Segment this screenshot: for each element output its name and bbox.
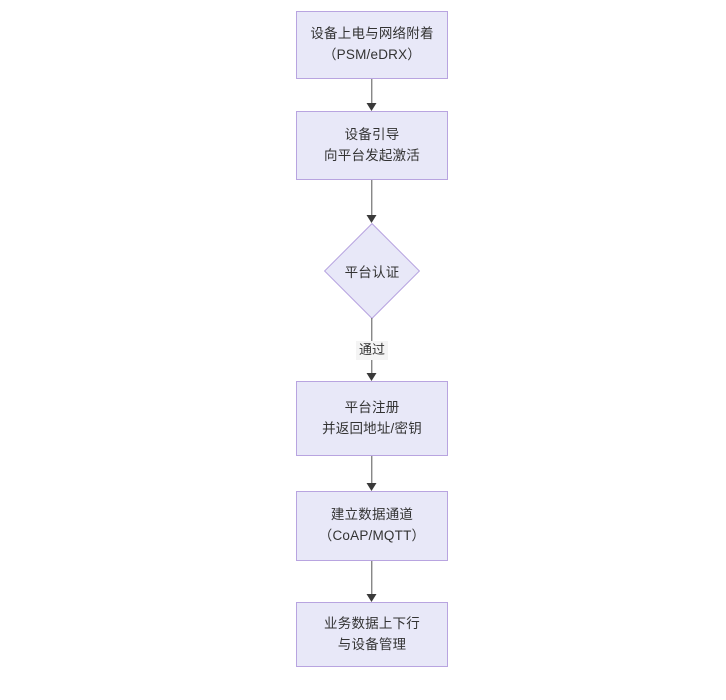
connector-n5-n6 [371, 561, 373, 595]
flow-node-power-on-network-attach-line2: （PSM/eDRX） [322, 47, 422, 62]
flow-node-platform-registration[interactable]: 平台注册 并返回地址/密钥 [296, 381, 448, 456]
flow-node-platform-registration-line2: 并返回地址/密钥 [322, 420, 422, 436]
flow-node-establish-data-channel[interactable]: 建立数据通道 （CoAP/MQTT） [296, 491, 448, 561]
flow-node-establish-data-channel-line1: 建立数据通道 [330, 507, 414, 523]
arrowhead-n4-n5 [366, 483, 377, 491]
flow-node-device-bootstrap-line1: 设备引导 [344, 126, 400, 142]
edge-label-pass: 通过 [355, 341, 389, 360]
connector-n1-n2 [371, 79, 373, 104]
flow-node-platform-authentication[interactable]: 平台认证 [323, 222, 421, 320]
connector-n2-n3 [371, 180, 373, 216]
arrowhead-n1-n2 [366, 103, 377, 111]
flow-node-business-data-and-device-management[interactable]: 业务数据上下行 与设备管理 [296, 602, 448, 667]
flow-node-device-bootstrap-line2: 向平台发起激活 [324, 147, 420, 163]
flow-node-business-data-and-device-management-line1: 业务数据上下行 [324, 615, 420, 631]
flow-node-platform-registration-line1: 平台注册 [344, 399, 400, 415]
connector-n4-n5 [371, 456, 373, 484]
flow-node-business-data-and-device-management-line2: 与设备管理 [337, 636, 407, 652]
arrowhead-n3-n4 [366, 373, 377, 381]
flow-node-power-on-network-attach[interactable]: 设备上电与网络附着 （PSM/eDRX） [296, 11, 448, 79]
flow-node-establish-data-channel-line2: （CoAP/MQTT） [318, 528, 426, 543]
flow-node-device-bootstrap[interactable]: 设备引导 向平台发起激活 [296, 111, 448, 180]
flow-node-platform-authentication-label: 平台认证 [344, 265, 400, 280]
arrowhead-n2-n3 [366, 215, 377, 223]
arrowhead-n5-n6 [366, 594, 377, 602]
flow-node-power-on-network-attach-line1: 设备上电与网络附着 [310, 26, 434, 42]
